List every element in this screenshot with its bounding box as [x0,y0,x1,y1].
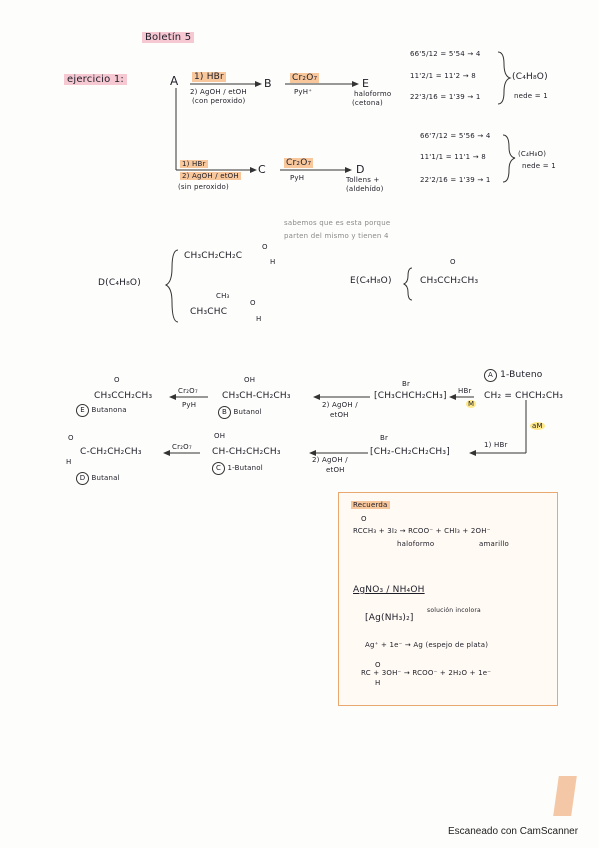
scanner-footer: Escaneado con CamScanner [448,826,579,837]
formula-e-nede: nede = 1 [514,92,548,100]
reminder-eq3: RC + 3OH⁻ → RCOO⁻ + 2H₂O + 1e⁻ [361,669,492,677]
compound-a: A [170,74,179,88]
butanal-formula: C-CH₂CH₂CH₃ [80,447,142,457]
butanal-o: O [68,434,74,442]
formula-d-result: (C₄H₈O) [518,150,547,158]
reminder-eq1-sub2: amarillo [479,540,509,548]
compound-c: C [258,163,266,176]
butanone-o: O [114,376,120,384]
compound-d: D [356,163,365,176]
e-formula-label: E(C₄H₈O) [350,276,392,286]
reminder-heading: Recuerda [351,501,390,509]
butene-formula: CH₂ = CHCH₂CH₃ [484,391,564,401]
d-option-1-h: H [270,258,276,266]
formula-e-line2: 11'2/1 = 11'2 → 8 [410,72,476,80]
e-structure-o: O [450,258,456,266]
reminder-eq1-o: O [361,515,367,523]
bromide-1: [CH₃CHCH₂CH₃] [374,391,447,401]
d-option-2-h: H [256,315,262,323]
bromide-2-br: Br [380,434,389,442]
hbr-2: 1) HBr [484,441,508,449]
compound-b: B [264,77,272,90]
formula-e-line3: 22'3/16 = 1'39 → 1 [410,93,481,101]
formula-d-line3: 22'2/16 = 1'39 → 1 [420,176,491,184]
2-butanol-formula: CH₃CH-CH₂CH₃ [222,391,291,401]
2-butanol-name: B Butanol [218,406,262,419]
step-top-1: 1) HBr [192,72,226,82]
agoh-1: 2) AgOH / [322,401,358,409]
page-title: Boletín 5 [142,32,195,43]
bromide-2: [CH₂-CH₂CH₂CH₃] [370,447,450,457]
butanal-name: D Butanal [76,472,120,485]
e-note-2: (cetona) [352,99,383,107]
reminder-eq1: RCCH₃ + 3I₂ → RCOO⁻ + CHI₃ + 2OH⁻ [353,527,491,535]
step-bot-1: 1) HBr [180,160,208,168]
compound-e: E [362,77,370,90]
d-option-2-o: O [250,299,256,307]
reminder-complex: [Ag(NH₃)₂] [365,613,414,623]
etoh-2: etOH [326,466,345,474]
d-option-2-methyl: CH₃ [216,292,230,300]
butene-label: 1-Buteno [500,370,543,380]
etoh-1: etOH [330,411,349,419]
faint-note-line2: parten del mismo y tienen 4 [284,232,389,240]
reminder-eq2: Ag⁺ + 1e⁻ → Ag (espejo de plata) [365,641,489,649]
2-butanol-label: Butanol [233,408,262,416]
e-structure: CH₃CCH₂CH₃ [420,276,479,286]
oxidant-1b: PyH [182,401,197,409]
2-butanol-oh: OH [244,376,256,384]
reminder-eq3-h: H [375,679,381,687]
formula-e-result: (C₄H₈O) [512,72,548,82]
formula-d-line2: 11'1/1 = 11'1 → 8 [420,153,486,161]
butanone-letter: E [76,404,89,417]
d-option-1-o: O [262,243,268,251]
d-note-1: Tollens + [346,176,380,184]
markovnikov-label: M [466,400,477,408]
anti-markovnikov-label: aM [530,422,545,430]
1-butanol-name: C 1-Butanol [212,462,263,475]
1-butanol-letter: C [212,462,225,475]
step-top-2: 2) AgOH / etOH [190,88,247,96]
d-option-2: CH₃CHC [190,307,228,317]
formula-e-line1: 66'5/12 = 5'54 → 4 [410,50,481,58]
faint-note-line1: sabemos que es esta porque [284,219,391,227]
d-option-1: CH₃CH₂CH₂C [184,251,243,261]
agoh-2: 2) AgOH / [312,456,348,464]
1-butanol-oh: OH [214,432,226,440]
bromide-1-br: Br [402,380,411,388]
reminder-eq3-o: O [375,661,381,669]
butene-name: A 1-Buteno [484,369,542,382]
1-butanol-label: 1-Butanol [227,464,263,472]
oxidant-top-b: PyH⁺ [294,88,313,96]
formula-d-line1: 66'7/12 = 5'56 → 4 [420,132,491,140]
oxidant-bot: Cr₂O₇ [284,158,314,168]
exercise-label: ejercicio 1: [64,74,127,85]
reminder-reagent: AgNO₃ / NH₄OH [353,585,425,595]
bromide-1-reagent: HBr [458,387,472,395]
oxidant-top: Cr₂O₇ [290,73,320,83]
formula-d-nede: nede = 1 [522,162,556,170]
e-note-1: haloformo [354,90,392,98]
butene-letter: A [484,369,497,382]
d-note-2: (aldehído) [346,185,384,193]
step-bot-2: 2) AgOH / etOH [180,172,241,180]
reminder-eq1-sub1: haloformo [397,540,435,548]
reminder-complex-note: solución incolora [427,607,481,614]
2-butanol-letter: B [218,406,231,419]
butanone-name: E Butanona [76,404,127,417]
reminder-box: Recuerda O RCCH₃ + 3I₂ → RCOO⁻ + CHI₃ + … [338,492,558,706]
butanal-h: H [66,458,72,466]
oxidant-1: Cr₂O₇ [178,387,198,395]
1-butanol-formula: CH-CH₂CH₂CH₃ [212,447,281,457]
butanone-label: Butanona [91,406,127,414]
butanal-letter: D [76,472,89,485]
d-formula-label: D(C₄H₈O) [98,278,141,288]
butanone-formula: CH₃CCH₂CH₃ [94,391,153,401]
step-top-3: (con peroxido) [192,97,246,105]
oxidant-bot-b: PyH [290,174,305,182]
oxidant-2: Cr₂O₇ [172,443,192,451]
step-bot-3: (sin peroxido) [178,183,229,191]
butanal-label: Butanal [91,474,120,482]
